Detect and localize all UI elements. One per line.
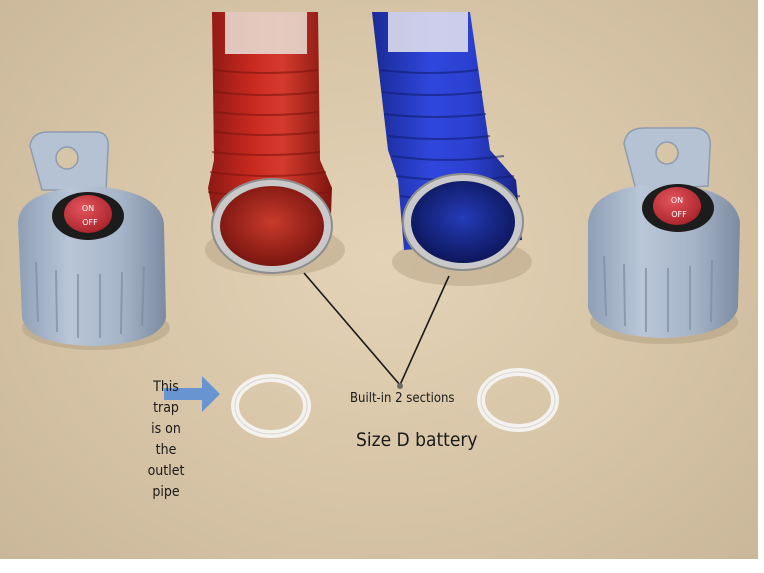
right-switch-off-label: OFF [671, 210, 687, 219]
right-switch-on-label: ON [671, 196, 683, 205]
left-switch-cap: ON OFF [18, 131, 170, 350]
left-switch-on-label: ON [82, 204, 94, 213]
trap-note-line: is on [151, 421, 181, 437]
pointer-lines [303, 272, 450, 386]
red-tube [205, 12, 345, 276]
pointer-junction [397, 383, 403, 389]
trap-note-line: the [155, 442, 177, 458]
blue-tube [372, 12, 532, 286]
trap-note-line: trap [153, 400, 179, 416]
photo-border-right [758, 0, 764, 573]
sections-note: Built-in 2 sections [350, 391, 455, 406]
trap-note: This trap is on the outlet pipe [140, 377, 192, 503]
left-sealing-ring [231, 374, 311, 438]
photo-border-bottom [0, 559, 764, 573]
right-sealing-ring [477, 368, 559, 432]
arrow-icon [164, 376, 220, 412]
battery-note: Size D battery [356, 429, 478, 451]
trap-note-line: pipe [152, 484, 180, 500]
trap-note-line: outlet [147, 463, 185, 479]
left-switch-off-label: OFF [82, 218, 98, 227]
trap-note-line: This [153, 379, 179, 395]
right-power-button [653, 187, 701, 225]
left-power-button [64, 195, 112, 233]
right-switch-cap: ON OFF [588, 127, 740, 344]
